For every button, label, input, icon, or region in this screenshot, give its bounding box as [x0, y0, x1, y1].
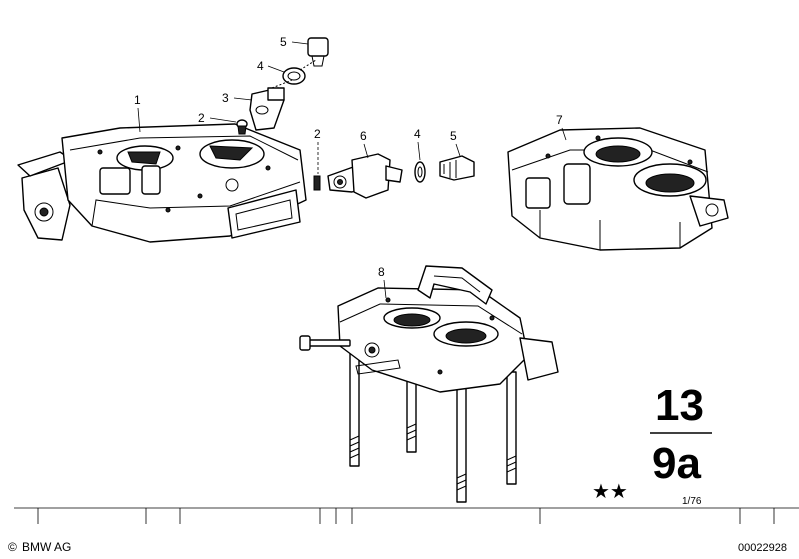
image-number: 00022928 [738, 542, 787, 554]
callout-4-top: 4 [257, 59, 264, 73]
callout-5-top: 5 [280, 35, 287, 49]
date-code: 1/76 [682, 496, 702, 507]
part-5-plug-screw-side[interactable] [439, 155, 475, 181]
callout-5-side: 5 [450, 129, 457, 143]
title-block-frame [14, 507, 799, 524]
rating-stars: ★★ [592, 479, 628, 503]
callout-7: 7 [556, 113, 563, 127]
callout-2-top: 2 [198, 111, 205, 125]
part-1-base-housing[interactable] [17, 123, 307, 243]
callout-6: 6 [360, 129, 367, 143]
callout-1: 1 [134, 93, 141, 107]
part-4-gasket-ring-side[interactable] [414, 161, 426, 183]
group-code-main: 13 [655, 381, 704, 430]
brand-label: BMW AG [22, 540, 71, 554]
part-2-jet-top[interactable] [236, 119, 248, 135]
part-5-plug-screw-top[interactable] [307, 37, 329, 67]
part-6-idle-jet-holder[interactable] [327, 153, 403, 199]
callout-3: 3 [222, 91, 229, 105]
copyright-symbol: © [8, 540, 17, 554]
part-4-gasket-ring-top[interactable] [282, 67, 306, 85]
part-7-float-chamber[interactable] [507, 127, 729, 251]
part-8-intake-flange[interactable] [299, 265, 559, 503]
callout-8: 8 [378, 265, 385, 279]
callout-4-side: 4 [414, 127, 421, 141]
part-3-jet-holder[interactable] [249, 87, 285, 131]
callout-2-side: 2 [314, 127, 321, 141]
group-code-sub: 9a [652, 439, 701, 488]
part-2-jet-side[interactable] [313, 175, 321, 191]
